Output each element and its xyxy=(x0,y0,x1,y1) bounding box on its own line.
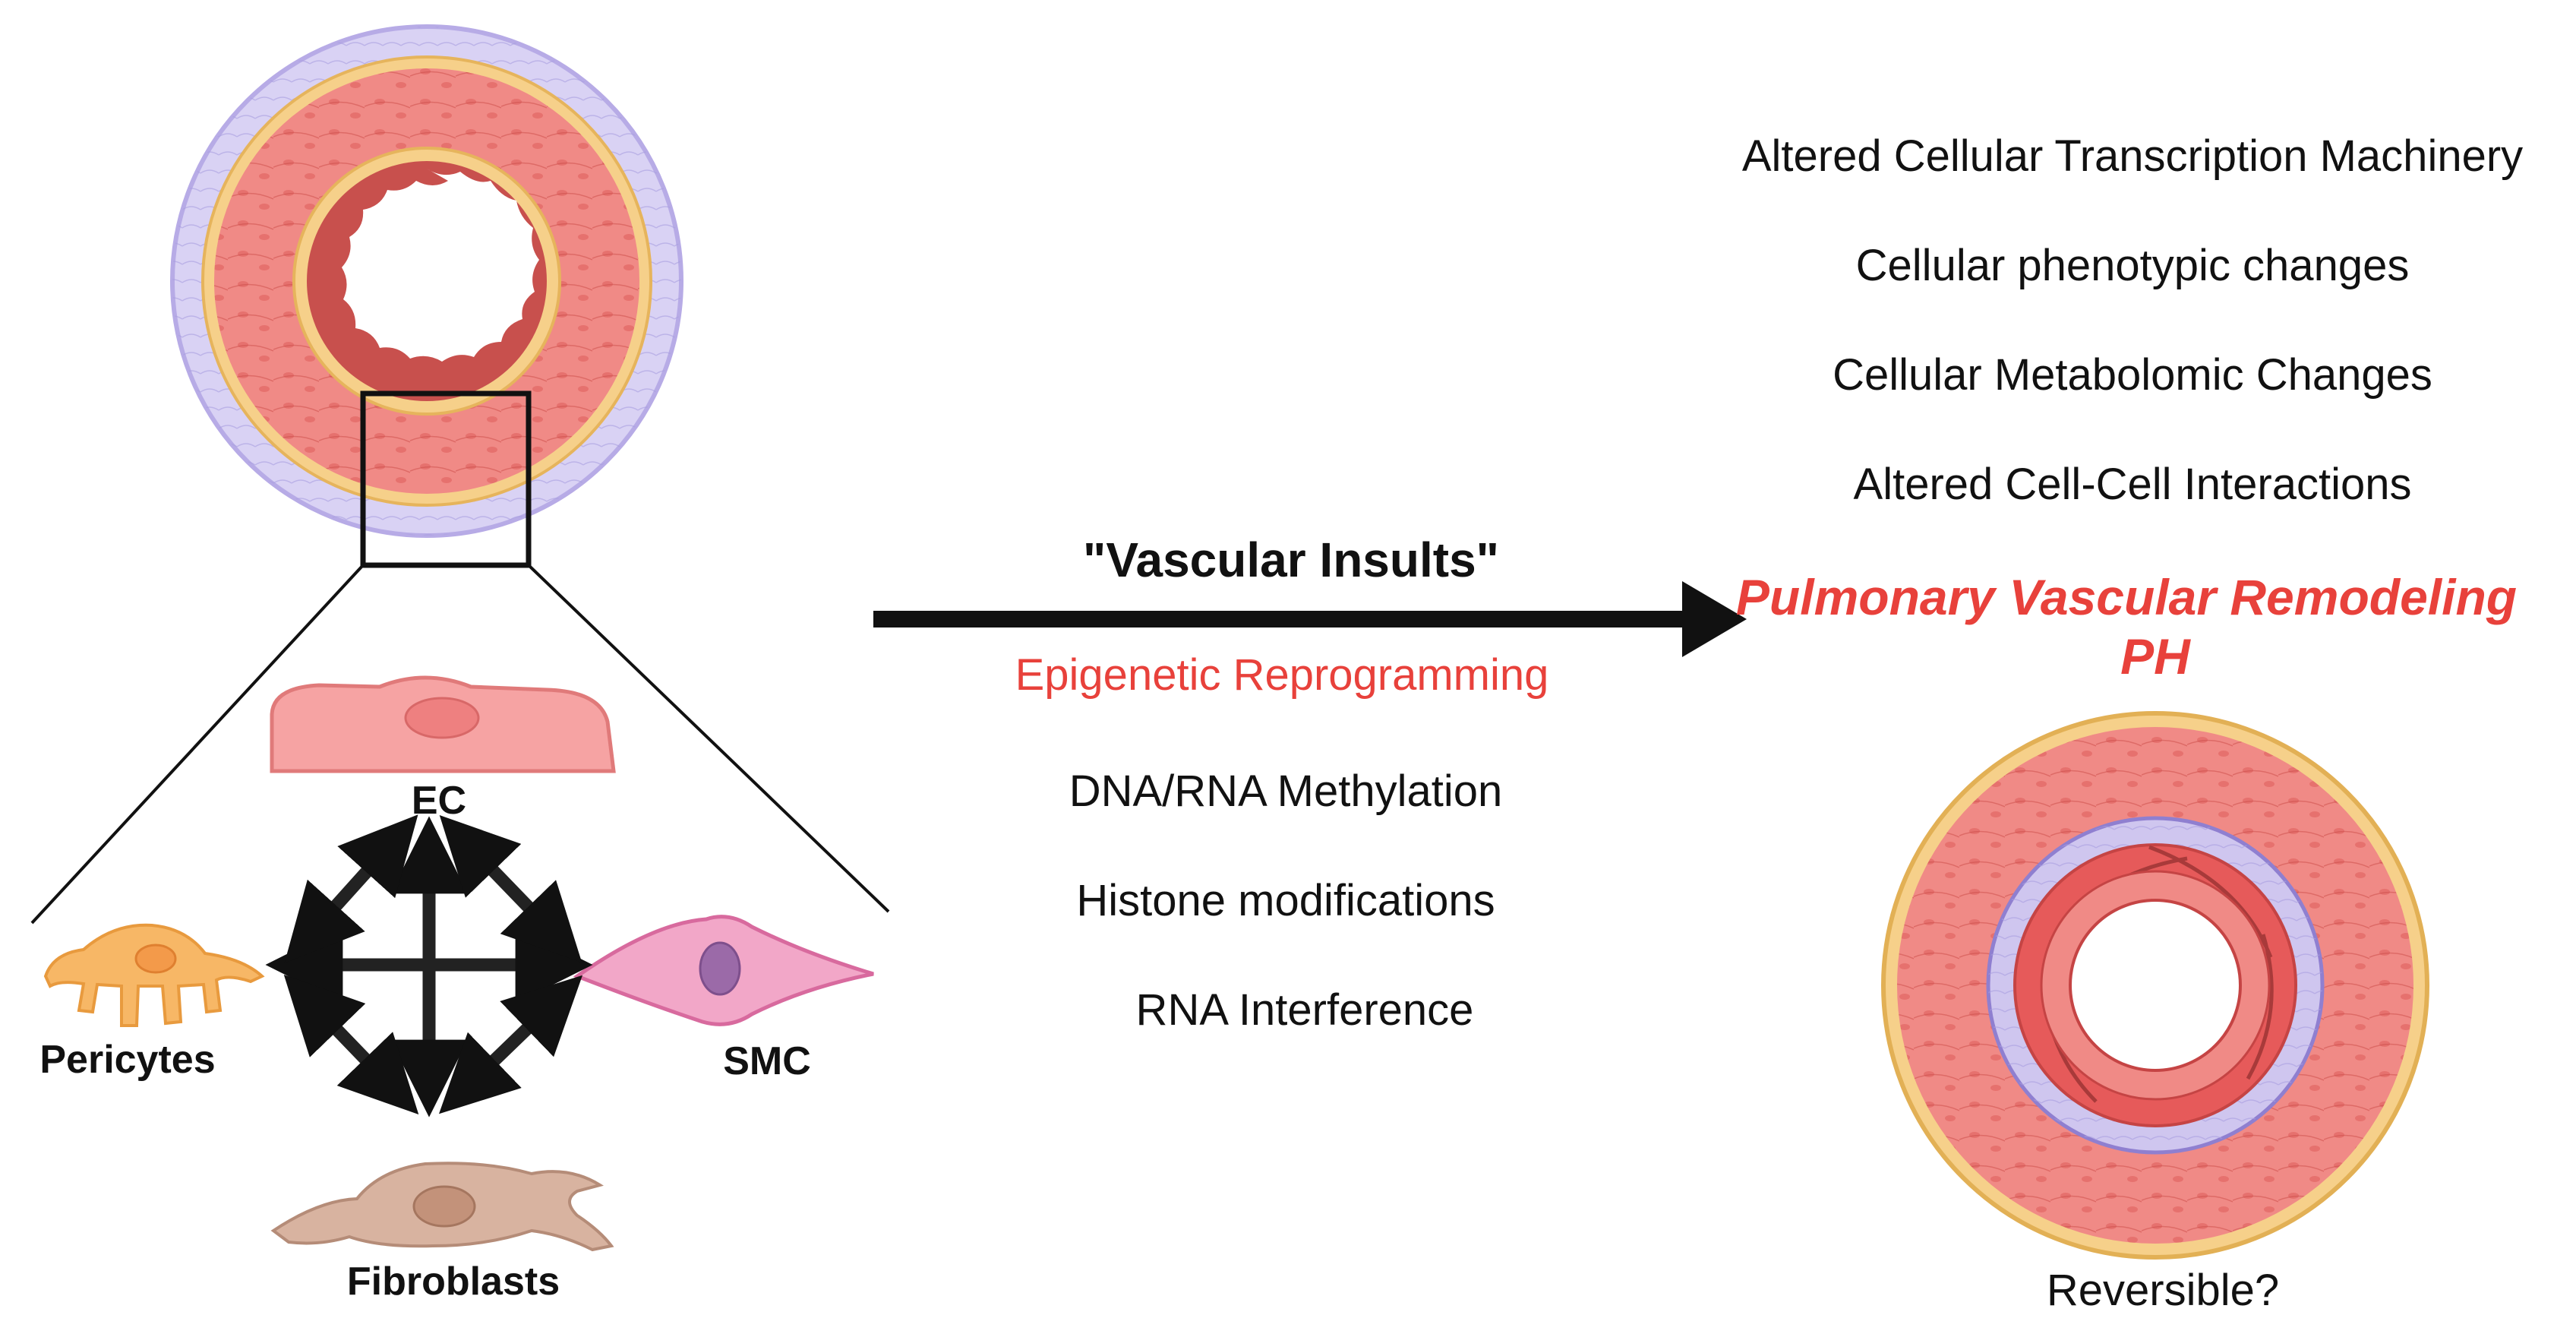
effect-item: Cellular phenotypic changes xyxy=(1855,241,2410,290)
normal-vessel-cross-section xyxy=(30,24,890,925)
outcome-label: Pulmonary Vascular Remodeling xyxy=(1735,569,2518,625)
outcome-ph-label: PH xyxy=(2120,628,2190,684)
epigenetic-reprogramming-label: Epigenetic Reprogramming xyxy=(1015,650,1549,700)
zoom-line-left xyxy=(30,564,365,925)
effect-item: Cellular Metabolomic Changes xyxy=(1833,350,2432,400)
remodeled-vessel-cross-section xyxy=(1881,711,2429,1260)
cell-interaction-arrows xyxy=(265,814,593,1117)
mechanism-item: DNA/RNA Methylation xyxy=(1069,767,1503,816)
zoom-line-right xyxy=(527,564,890,913)
effect-item: Altered Cell-Cell Interactions xyxy=(1853,460,2412,509)
effect-item: Altered Cellular Transcription Machinery xyxy=(1741,131,2524,181)
reversible-label: Reversible? xyxy=(2046,1266,2280,1315)
fibroblast-cell-shape xyxy=(270,1162,614,1252)
pericyte-cell-shape xyxy=(43,923,265,1027)
zoom-box xyxy=(360,390,532,568)
pericytes-label: Pericytes xyxy=(39,1038,216,1082)
fibroblasts-label: Fibroblasts xyxy=(346,1260,560,1304)
vascular-insults-label: "Vascular Insults" xyxy=(1082,533,1500,587)
mechanism-item: Histone modifications xyxy=(1076,876,1495,925)
endothelial-cell-shape xyxy=(270,675,616,773)
mechanism-item: RNA Interference xyxy=(1135,985,1474,1035)
ec-label: EC xyxy=(411,779,467,823)
smooth-muscle-cell-shape xyxy=(573,915,874,1026)
vascular-insults-arrow xyxy=(873,581,1747,657)
smc-label: SMC xyxy=(723,1039,811,1083)
